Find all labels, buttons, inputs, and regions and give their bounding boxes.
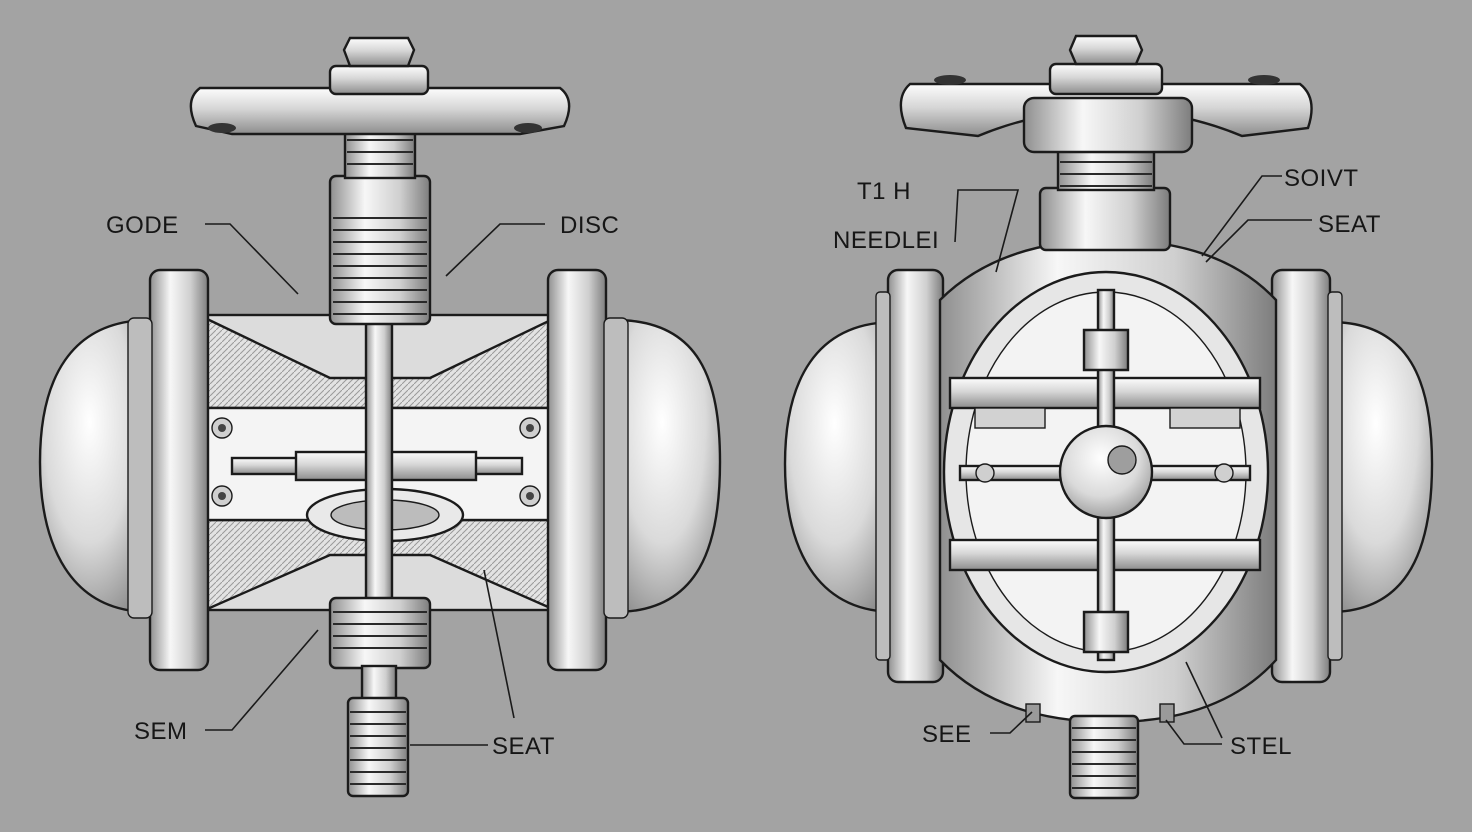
label-disc: DISC xyxy=(560,212,619,239)
right-valve-center-disc xyxy=(1058,424,1154,520)
left-valve-right-flange xyxy=(546,268,608,672)
left-valve-bottom-threads xyxy=(350,711,406,785)
right-valve-bonnet xyxy=(1038,186,1172,252)
left-valve-bearings xyxy=(211,417,541,507)
right-valve-lower-hex-nut xyxy=(1082,610,1130,654)
left-valve-left-dome xyxy=(38,318,152,614)
left-valve-right-dome xyxy=(613,318,722,614)
label-see: SEE xyxy=(922,721,972,748)
left-valve-lower-bonnet xyxy=(328,596,432,670)
right-valve-top-nut xyxy=(1068,34,1144,66)
right-valve-bottom-screw xyxy=(1068,714,1140,800)
left-valve-left-flange xyxy=(148,268,210,672)
label-soivt: SOIVT xyxy=(1284,165,1359,192)
left-valve-leaders xyxy=(205,223,545,746)
right-valve-right-flange xyxy=(1270,268,1332,684)
label-gode: GODE xyxy=(106,212,179,239)
left-valve-top-nut xyxy=(342,36,416,68)
label-sem: SEM xyxy=(134,718,188,745)
label-stel: STEL xyxy=(1230,733,1292,760)
right-valve-bonnet-threads xyxy=(1060,161,1152,187)
right-valve-left-flange xyxy=(886,268,945,684)
right-valve-right-dome xyxy=(1328,320,1434,614)
label-seat-left: SEAT xyxy=(492,733,555,760)
left-valve-handwheel xyxy=(189,86,571,136)
left-valve-upper-threads xyxy=(347,139,413,165)
label-seat-right: SEAT xyxy=(1318,211,1381,238)
right-valve-upper-hex-nut xyxy=(1082,328,1130,372)
right-valve-bottom-threads xyxy=(1072,727,1136,789)
left-valve-stem xyxy=(364,318,394,607)
right-valve: Τ1 H NEEDLEI SOIVT SEAT SEE STEL xyxy=(783,34,1434,800)
left-valve: GODE DISC SEM SEAT xyxy=(38,36,722,798)
left-valve-lower-threads xyxy=(333,611,427,649)
label-needle: NEEDLEI xyxy=(833,227,939,254)
label-th: Τ1 H xyxy=(857,178,911,205)
left-valve-bonnet-threads xyxy=(333,217,427,315)
right-valve-leaders xyxy=(954,175,1312,745)
right-valve-left-dome xyxy=(783,320,897,614)
